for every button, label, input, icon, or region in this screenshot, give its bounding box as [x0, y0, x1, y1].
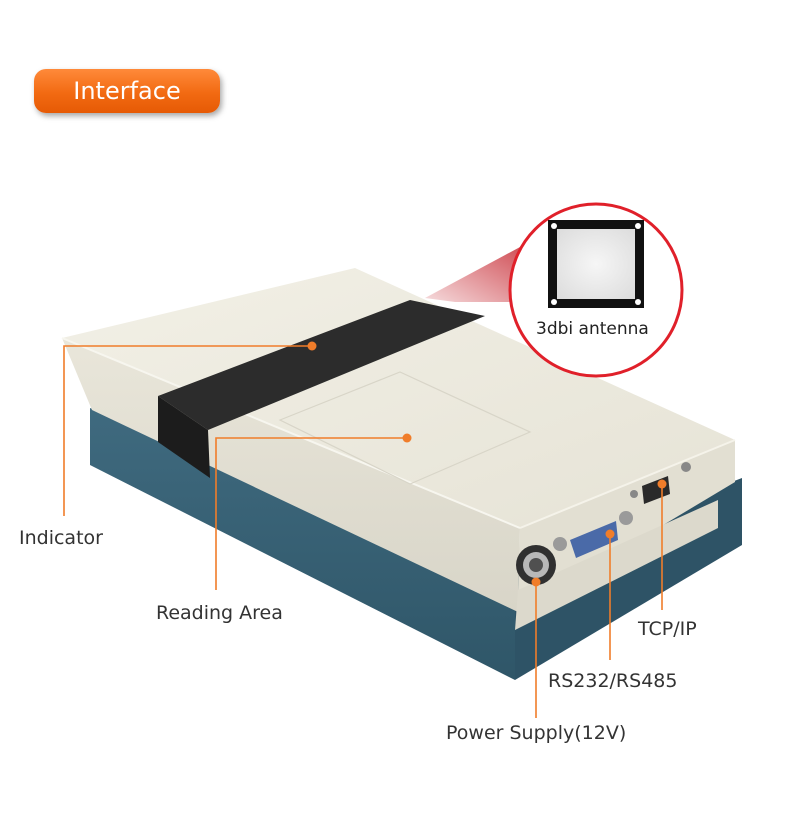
serial-connector	[553, 511, 633, 558]
power-supply-label: Power Supply(12V)	[446, 722, 627, 744]
power-connector	[516, 545, 556, 585]
indicator-leader	[63, 345, 312, 516]
reading-area-outline	[278, 371, 532, 485]
indicator-strip	[158, 300, 485, 478]
tcpip-label: TCP/IP	[638, 618, 697, 640]
reading-area-label: Reading Area	[156, 602, 283, 624]
interface-badge: Interface	[34, 69, 220, 113]
reading-area-leader	[215, 437, 407, 590]
serial-label: RS232/RS485	[548, 670, 678, 692]
indicator-label: Indicator	[19, 527, 103, 549]
callout-dots	[307, 341, 667, 587]
antenna-callout	[508, 202, 684, 378]
port-recess	[515, 500, 718, 630]
antenna-label: 3dbi antenna	[536, 319, 649, 339]
callout-lines	[63, 345, 663, 718]
